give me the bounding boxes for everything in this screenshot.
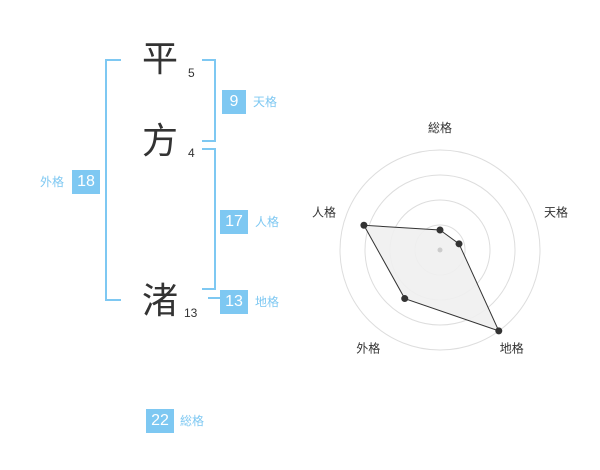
soukaku-label: 総格 <box>180 414 205 428</box>
gaikaku-label: 外格 <box>40 175 65 189</box>
radar-point-0 <box>436 226 444 234</box>
radar-axis-label: 外格 <box>356 341 380 356</box>
name-char-2: 方 <box>142 121 179 162</box>
chikaku-value: 13 <box>220 290 248 314</box>
radar-area <box>363 224 500 332</box>
radar-point-3 <box>401 295 409 303</box>
tenkaku-value: 9 <box>222 90 246 114</box>
name-char-1-strokes: 5 <box>188 66 195 80</box>
radar-axis-label: 天格 <box>544 204 568 219</box>
radar-axis-label: 地格 <box>500 341 524 356</box>
radar-ring-4 <box>339 149 541 351</box>
name-char-3-strokes: 13 <box>184 306 198 320</box>
name-char-1: 平 <box>142 39 179 80</box>
radar-point-4 <box>360 221 368 229</box>
jinkaku-bracket <box>202 148 216 290</box>
jinkaku-value: 17 <box>220 210 248 234</box>
jinkaku-label: 人格 <box>255 215 280 229</box>
radar-point-2 <box>495 327 503 335</box>
radar-ring-3 <box>364 174 516 326</box>
tenkaku-label: 天格 <box>253 95 278 109</box>
radar-axis-label: 総格 <box>428 120 452 135</box>
chikaku-connector <box>208 297 220 299</box>
chikaku-label: 地格 <box>255 295 280 309</box>
radar-axis-label: 人格 <box>312 204 336 219</box>
gaikaku-bracket <box>105 59 121 301</box>
radar-point-1 <box>455 240 463 248</box>
gaikaku-value: 18 <box>72 170 100 194</box>
radar-center <box>437 247 443 253</box>
name-char-2-strokes: 4 <box>188 146 195 160</box>
tenkaku-bracket <box>202 59 216 142</box>
soukaku-value: 22 <box>146 409 174 433</box>
name-char-3: 渚 <box>142 281 179 322</box>
